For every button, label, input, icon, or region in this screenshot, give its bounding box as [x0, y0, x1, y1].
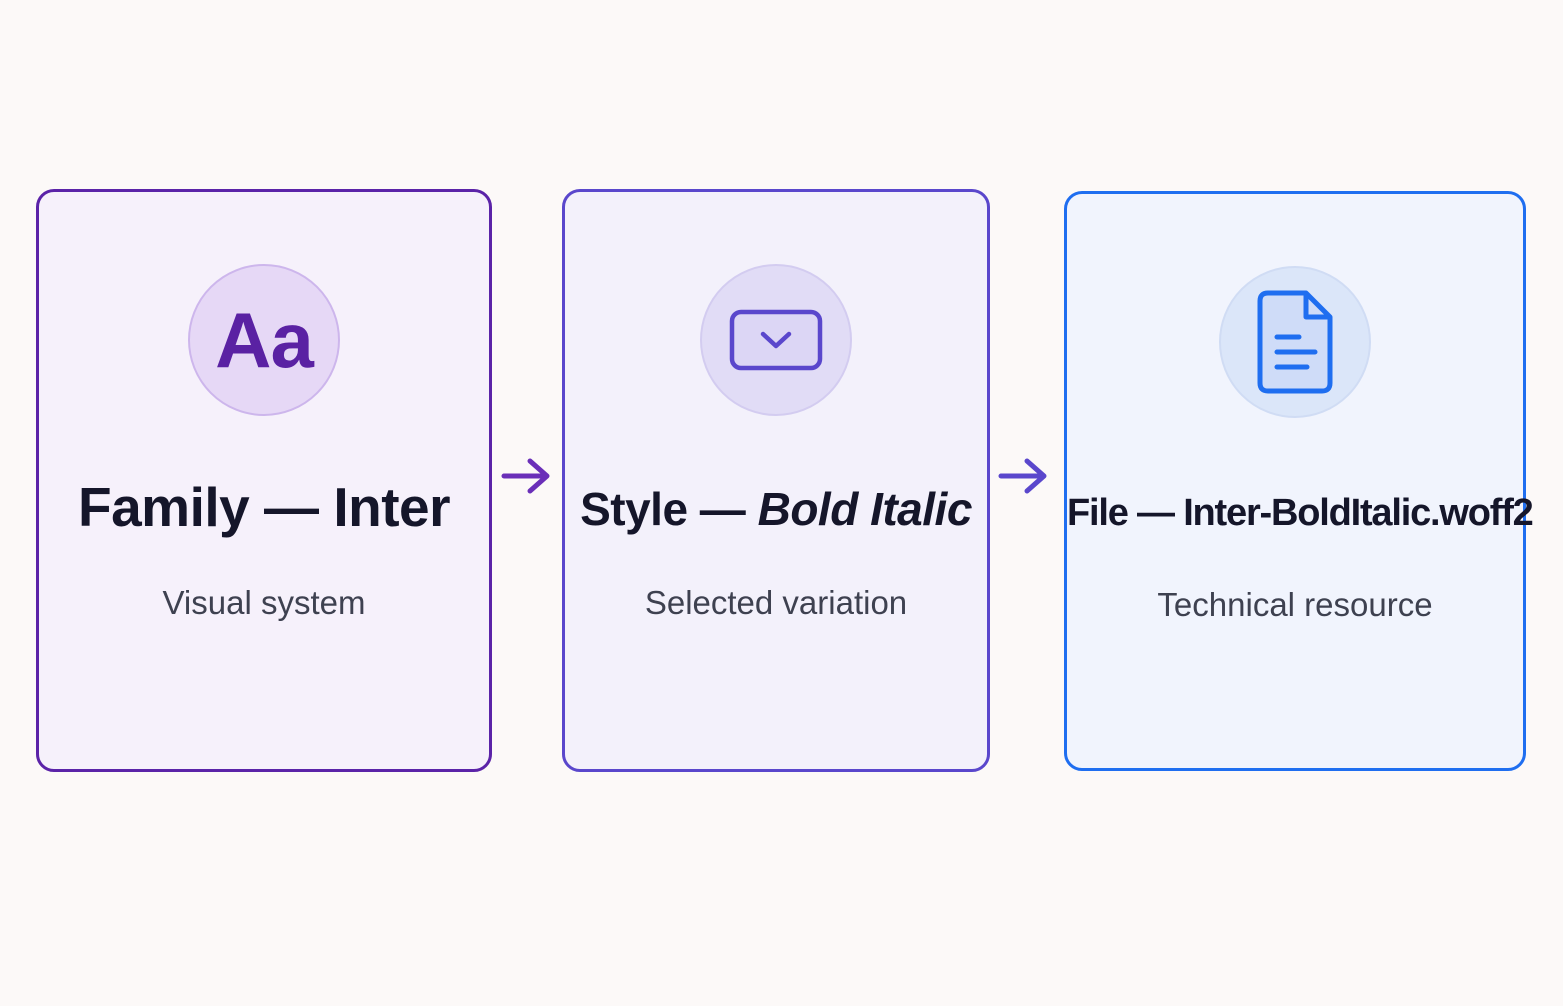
file-title-value: Inter-BoldItalic.woff2: [1183, 492, 1534, 534]
style-card: Style — Bold Italic Selected variation: [562, 189, 990, 772]
dropdown-box-icon: [729, 309, 823, 371]
family-title: Family — Inter: [39, 480, 489, 535]
arrow-right-icon: [998, 458, 1047, 494]
family-icon-circle: Aa: [188, 264, 340, 416]
file-title: File — Inter-BoldItalic.woff2: [1067, 492, 1534, 534]
style-title-prefix: Style —: [580, 483, 758, 535]
family-title-value: Inter: [333, 476, 450, 538]
file-card: File — Inter-BoldItalic.woff2 Technical …: [1064, 191, 1534, 771]
style-title: Style — Bold Italic: [565, 486, 987, 532]
aa-type-icon: Aa: [215, 296, 314, 384]
family-card: Aa Family — Inter Visual system: [36, 189, 492, 772]
arrow-right-icon: [501, 458, 550, 494]
family-subtitle: Visual system: [162, 584, 366, 621]
file-icon-circle: [1219, 266, 1371, 418]
style-title-value: Bold Italic: [757, 483, 973, 535]
file-title-prefix: File —: [1067, 492, 1184, 534]
document-file-icon: [1257, 290, 1333, 394]
style-subtitle: Selected variation: [644, 584, 908, 621]
family-title-prefix: Family —: [78, 476, 334, 538]
file-subtitle: Technical resource: [1157, 586, 1433, 623]
style-icon-circle: [700, 264, 852, 416]
